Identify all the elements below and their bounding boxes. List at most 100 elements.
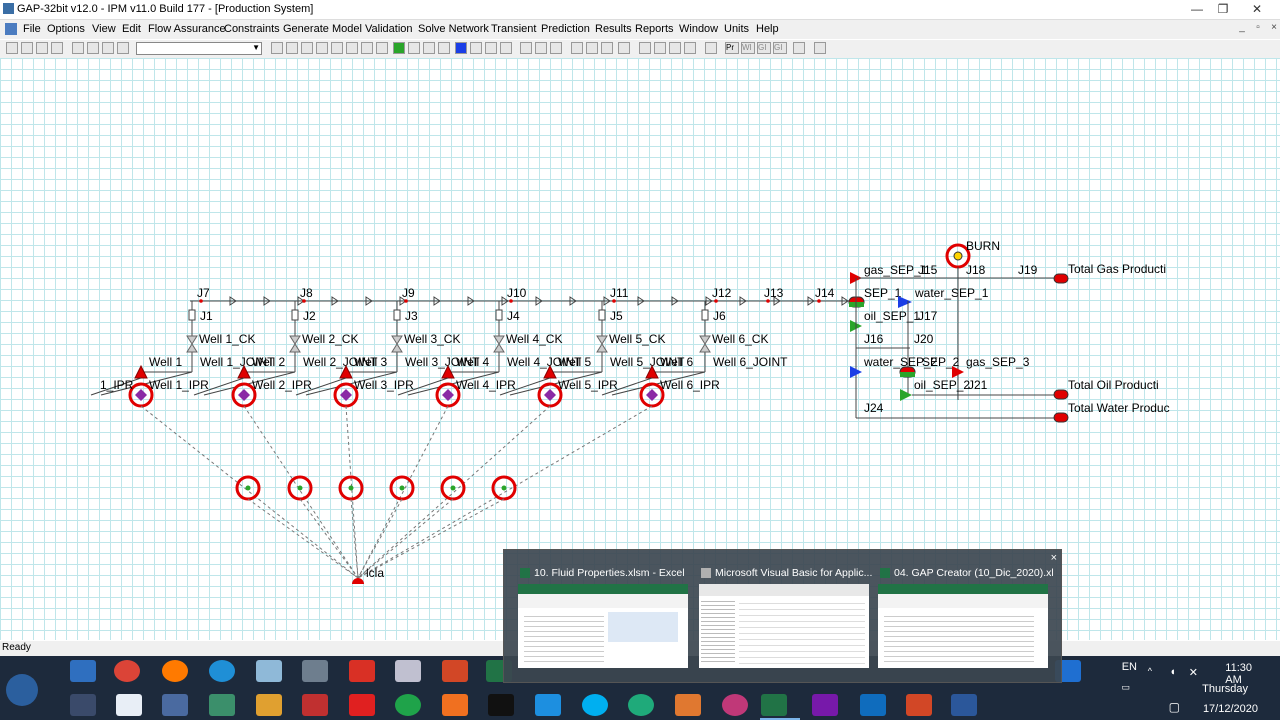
- junction-J8[interactable]: [302, 299, 306, 303]
- tb-14-icon[interactable]: [485, 42, 497, 54]
- ipr-link-1[interactable]: [140, 405, 359, 579]
- water-sep2-label[interactable]: water_SEP_2: [863, 355, 938, 369]
- tb-7-icon[interactable]: [361, 42, 373, 54]
- tb-17-icon[interactable]: [601, 42, 613, 54]
- junction-label-J7[interactable]: J7: [197, 286, 210, 300]
- menu-prediction[interactable]: Prediction: [541, 23, 590, 35]
- sep2-node-band[interactable]: [900, 372, 915, 377]
- ipr-label-3[interactable]: Well 3_IPR: [354, 378, 414, 392]
- menu-reports[interactable]: Reports: [635, 23, 674, 35]
- junction-J13[interactable]: [766, 299, 770, 303]
- junction-label-J4[interactable]: J4: [507, 309, 520, 323]
- ipr-line-b-2[interactable]: [203, 371, 296, 396]
- junction-label-J12[interactable]: J12: [712, 286, 732, 300]
- run-icon[interactable]: [393, 42, 405, 54]
- app-icon-4[interactable]: [349, 660, 375, 682]
- junction-label-J8[interactable]: J8: [300, 286, 313, 300]
- thumbnail-vba[interactable]: Microsoft Visual Basic for Applic...: [699, 564, 877, 680]
- ipr-label-1[interactable]: Well 1_IPR: [149, 378, 209, 392]
- oil-sep2-marker[interactable]: [900, 389, 912, 401]
- menu-units[interactable]: Units: [724, 23, 750, 35]
- joint-label-1[interactable]: Well 1_JOINT: [200, 355, 275, 369]
- ipr-diamond-2[interactable]: [238, 389, 250, 401]
- app-icon-15[interactable]: [722, 694, 748, 716]
- app-icon-3[interactable]: [302, 660, 328, 682]
- junction-label-J15[interactable]: J15: [918, 263, 938, 277]
- action-center-icon[interactable]: ▢: [1168, 700, 1180, 714]
- battery-icon[interactable]: ▭: [1121, 682, 1130, 692]
- tb-5-icon[interactable]: [331, 42, 343, 54]
- junction-J3[interactable]: [393, 309, 401, 321]
- junction-label-J10[interactable]: J10: [507, 286, 527, 300]
- flow-arrow[interactable]: [433, 296, 441, 306]
- junction-J9[interactable]: [404, 299, 408, 303]
- tb-12-icon[interactable]: [455, 42, 467, 54]
- onenote-icon[interactable]: [812, 694, 838, 716]
- zoom-in-icon[interactable]: [520, 42, 532, 54]
- thumbnail-fluid-properties[interactable]: 10. Fluid Properties.xlsm - Excel: [518, 564, 696, 680]
- word-icon[interactable]: [951, 694, 977, 716]
- app-icon-2[interactable]: [256, 660, 282, 682]
- joint-label-3[interactable]: Well 3_JOINT: [405, 355, 480, 369]
- joint-label-4[interactable]: Well 4_JOINT: [507, 355, 582, 369]
- junction-J12[interactable]: [714, 299, 718, 303]
- source-node[interactable]: [352, 578, 364, 584]
- app-icon-14[interactable]: [628, 694, 654, 716]
- junction-label-J13[interactable]: J13: [764, 286, 784, 300]
- tb-13-icon[interactable]: [470, 42, 482, 54]
- choke-5[interactable]: [596, 335, 608, 353]
- gas-sink-label[interactable]: Total Gas Producti: [1068, 262, 1166, 276]
- choke-2[interactable]: [289, 335, 301, 353]
- ipr-link-3[interactable]: [345, 405, 359, 579]
- flow-arrow[interactable]: [501, 296, 509, 306]
- ipr-label-6[interactable]: Well 6_IPR: [660, 378, 720, 392]
- flow-arrow[interactable]: [535, 296, 543, 306]
- junction-label-J19[interactable]: J19: [1018, 263, 1038, 277]
- sep1-label[interactable]: SEP_1: [864, 286, 902, 300]
- app-icon-1[interactable]: [70, 660, 96, 682]
- tb-9-icon[interactable]: [408, 42, 420, 54]
- junction-label-J9[interactable]: J9: [402, 286, 415, 300]
- tb-16-icon[interactable]: [586, 42, 598, 54]
- tank-dot-6[interactable]: [501, 485, 507, 491]
- pointer-icon[interactable]: [669, 42, 681, 54]
- gas-sink-node[interactable]: [1053, 273, 1069, 284]
- joint-label-6[interactable]: Well 6_JOINT: [713, 355, 788, 369]
- choke-label-1[interactable]: Well 1_CK: [199, 332, 255, 346]
- water-sep1-marker[interactable]: [898, 296, 912, 308]
- ipr-label-2[interactable]: Well 2_IPR: [252, 378, 312, 392]
- tb-19-icon[interactable]: [684, 42, 696, 54]
- menu-transient[interactable]: Transient: [491, 23, 537, 35]
- junction-label-J14[interactable]: J14: [815, 286, 835, 300]
- ipr-diamond-5[interactable]: [544, 389, 556, 401]
- ipr-link-6[interactable]: [357, 405, 653, 579]
- pr-button[interactable]: Pr: [725, 42, 739, 54]
- ipr-left-label[interactable]: 1_IPR: [100, 378, 134, 392]
- maximize-button[interactable]: ❐: [1217, 2, 1229, 16]
- flow-arrow[interactable]: [637, 296, 645, 306]
- mdi-restore-icon[interactable]: ▫: [1256, 22, 1260, 33]
- gas-sep1-label[interactable]: gas_SEP_1: [864, 263, 928, 277]
- tb-6-icon[interactable]: [346, 42, 358, 54]
- junction-label-J1[interactable]: J1: [200, 309, 213, 323]
- oil-sink-node[interactable]: [1053, 389, 1069, 400]
- tb-1-icon[interactable]: [271, 42, 283, 54]
- menu-edit[interactable]: Edit: [122, 23, 141, 35]
- help-icon[interactable]: [793, 42, 805, 54]
- water-sep2-marker[interactable]: [850, 366, 862, 378]
- junction-J11[interactable]: [612, 299, 616, 303]
- flow-arrow[interactable]: [331, 296, 339, 306]
- document-icon[interactable]: [5, 23, 17, 35]
- junction-label-J17[interactable]: J17: [918, 309, 938, 323]
- junction-label-J6[interactable]: J6: [713, 309, 726, 323]
- menu-help[interactable]: Help: [756, 23, 779, 35]
- print-icon[interactable]: [51, 42, 63, 54]
- junction-label-J20[interactable]: J20: [914, 332, 934, 346]
- junction-J14[interactable]: [817, 299, 821, 303]
- menu-file[interactable]: File: [23, 23, 41, 35]
- ipr-label-4[interactable]: Well 4_IPR: [456, 378, 516, 392]
- chrome-icon[interactable]: [114, 660, 140, 682]
- tb-10-icon[interactable]: [423, 42, 435, 54]
